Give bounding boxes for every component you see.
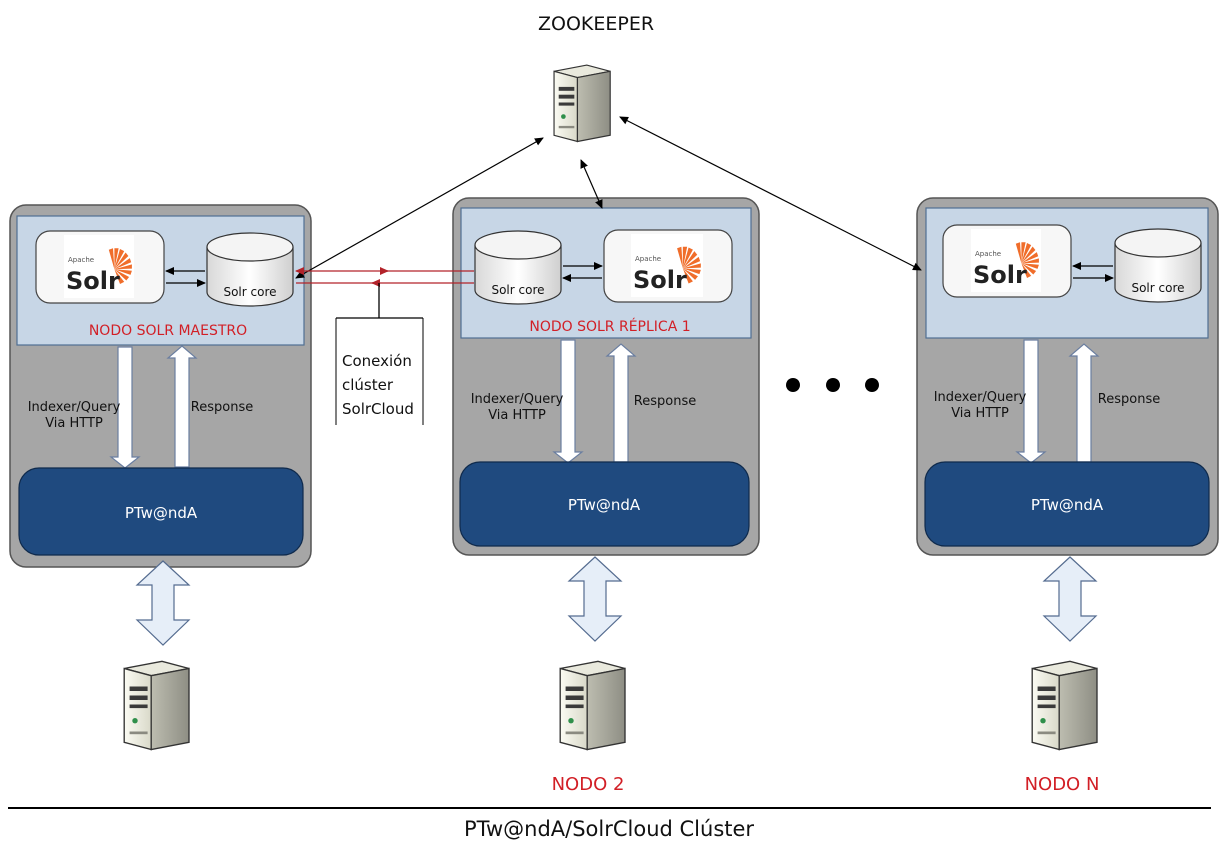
svg-text:Apache: Apache (635, 255, 661, 263)
solr-core-cylinder-n: Solr core (1114, 228, 1202, 303)
svg-text:PTw@ndA: PTw@ndA (1031, 496, 1104, 514)
indexer-label-maestro-2: Via HTTP (45, 416, 103, 431)
solr-core-cylinder-maestro: Solr core (206, 232, 294, 307)
svg-text:Solr core: Solr core (1131, 281, 1184, 295)
svg-text:PTw@ndA: PTw@ndA (568, 496, 641, 514)
node-label-n: NODO N (1025, 774, 1100, 795)
server-icon-n (1031, 660, 1098, 751)
node-label-2: NODO 2 (552, 774, 625, 795)
app-box-replica: PTw@ndA (459, 461, 750, 547)
solr-logo-maestro: Apache Solr (35, 230, 165, 304)
server-icon-maestro (123, 660, 190, 751)
cluster-connection-links (295, 267, 474, 319)
svg-text:Solr: Solr (66, 267, 120, 295)
zookeeper-server-icon (553, 64, 611, 143)
server-link-arrows (135, 556, 1098, 646)
zookeeper-links (295, 116, 922, 279)
indexer-label-n-2: Via HTTP (951, 406, 1009, 421)
http-arrows (109, 339, 1100, 469)
svg-text:Solr core: Solr core (223, 285, 276, 299)
indexer-label-replica-2: Via HTTP (488, 408, 546, 423)
response-label-n: Response (1098, 392, 1160, 407)
solr-logo-n: Apache Solr (942, 224, 1072, 298)
logo-core-arrows (165, 262, 1114, 287)
connection-label-line1: Conexión (342, 352, 412, 370)
connection-label-line3: SolrCloud (342, 400, 414, 418)
solr-core-cylinder-replica: Solr core (474, 230, 562, 305)
response-label-replica: Response (634, 394, 696, 409)
svg-text:Apache: Apache (68, 256, 94, 264)
app-box-maestro: PTw@ndA (18, 467, 304, 556)
svg-text:Solr core: Solr core (491, 283, 544, 297)
response-label-maestro: Response (191, 400, 253, 415)
solr-logo-replica: Apache Solr (603, 229, 733, 303)
svg-text:Solr: Solr (633, 266, 687, 294)
svg-text:Apache: Apache (975, 250, 1001, 258)
node-name-maestro: NODO SOLR MAESTRO (89, 323, 247, 339)
app-box-n: PTw@ndA (924, 461, 1210, 547)
node-name-replica: NODO SOLR RÉPLICA 1 (529, 318, 690, 335)
server-icon-replica (559, 660, 626, 751)
footer-title: PTw@ndA/SolrCloud Clúster (464, 817, 754, 841)
indexer-label-replica-1: Indexer/Query (471, 392, 564, 407)
zookeeper-label: ZOOKEEPER (538, 13, 654, 35)
indexer-label-n-1: Indexer/Query (934, 390, 1027, 405)
svg-text:PTw@ndA: PTw@ndA (125, 504, 198, 522)
indexer-label-maestro-1: Indexer/Query (28, 400, 121, 415)
more-nodes-ellipsis (786, 378, 879, 392)
connection-label-line2: clúster (342, 376, 394, 394)
svg-text:Solr: Solr (973, 261, 1027, 289)
